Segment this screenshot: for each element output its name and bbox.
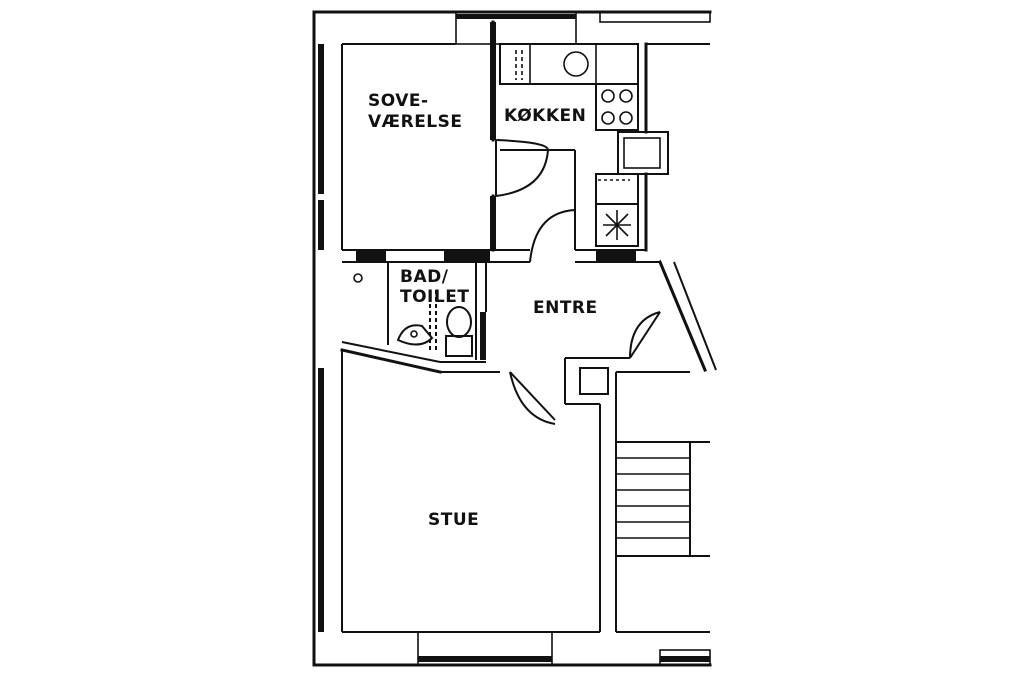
entrance-label: ENTRE bbox=[533, 298, 598, 318]
staircase bbox=[616, 441, 710, 557]
bathroom-fixtures bbox=[353, 262, 487, 360]
living-room-label: STUE bbox=[428, 510, 479, 530]
bedroom-door bbox=[495, 139, 550, 197]
entrance-doors bbox=[509, 311, 661, 425]
bedroom-label-line1: SOVE- bbox=[368, 91, 429, 111]
kitchen-door bbox=[529, 209, 576, 263]
bedroom-walls bbox=[342, 20, 530, 263]
entrance-walls bbox=[340, 260, 717, 632]
bathroom-label-line1: BAD/ bbox=[400, 267, 449, 287]
bottom-windows bbox=[417, 631, 711, 666]
left-facade-windows bbox=[318, 44, 324, 632]
kitchen-fixtures bbox=[499, 42, 669, 263]
bathroom-label-line2: TOILET bbox=[400, 287, 469, 307]
bedroom-label-line2: VÆRELSE bbox=[368, 112, 463, 132]
kitchen-label: KØKKEN bbox=[504, 106, 586, 126]
